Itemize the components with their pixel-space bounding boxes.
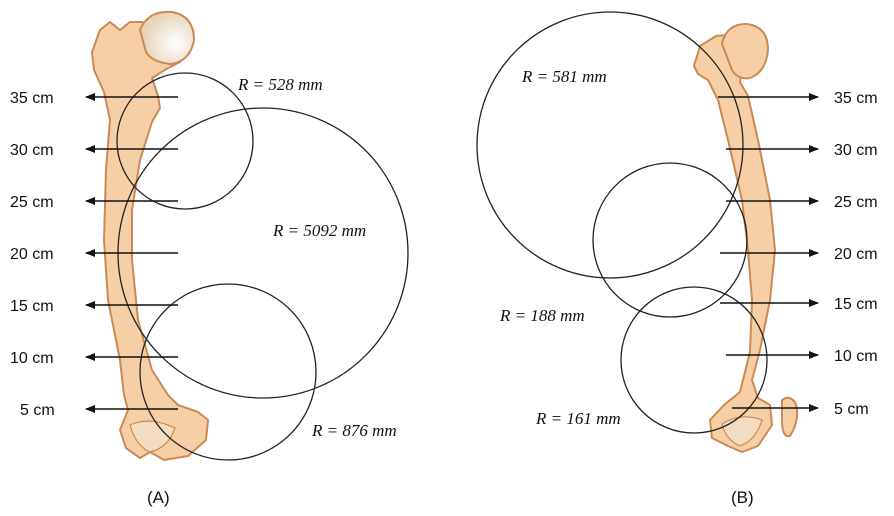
level-label-a-20: 20 cm [10, 246, 54, 263]
panel-a: 35 cm 30 cm 25 cm 20 cm 15 cm 10 cm 5 cm… [10, 10, 409, 507]
radius-label-b1: R = 581 mm [521, 67, 607, 86]
level-label-a-35: 35 cm [10, 90, 54, 107]
panel-b: 35 cm 30 cm 25 cm 20 cm 15 cm 10 cm 5 cm… [476, 11, 878, 507]
level-label-a-10: 10 cm [10, 350, 54, 367]
radius-label-a2: R = 5092 mm [272, 221, 366, 240]
curvature-circle-b3 [620, 286, 768, 434]
curvature-circle-b2 [592, 162, 748, 318]
femur-condyle-b [721, 416, 763, 447]
radius-label-b3: R = 161 mm [535, 409, 621, 428]
level-label-a-15: 15 cm [10, 298, 54, 315]
femur-condyle-a [129, 420, 176, 453]
level-label-b-35: 35 cm [834, 90, 878, 107]
panel-label-b: (B) [731, 488, 754, 507]
curvature-circle-b1 [476, 11, 744, 279]
radius-label-a1: R = 528 mm [237, 75, 323, 94]
curvature-circle-a3 [139, 283, 317, 461]
femur-head-a [138, 10, 196, 66]
level-label-b-25: 25 cm [834, 194, 878, 211]
level-label-a-30: 30 cm [10, 142, 54, 159]
level-label-b-30: 30 cm [834, 142, 878, 159]
level-label-a-5: 5 cm [20, 402, 55, 419]
level-label-b-15: 15 cm [834, 296, 878, 313]
level-label-a-25: 25 cm [10, 194, 54, 211]
radius-label-b2: R = 188 mm [499, 306, 585, 325]
level-label-b-20: 20 cm [834, 246, 878, 263]
patella-b [781, 396, 799, 438]
femur-head-b [720, 22, 770, 80]
curvature-circle-a1 [116, 72, 254, 210]
femur-bone-a [91, 21, 209, 461]
panel-label-a: (A) [147, 488, 170, 507]
radius-label-a3: R = 876 mm [311, 421, 397, 440]
level-label-b-10: 10 cm [834, 348, 878, 365]
level-label-b-5: 5 cm [834, 401, 869, 418]
